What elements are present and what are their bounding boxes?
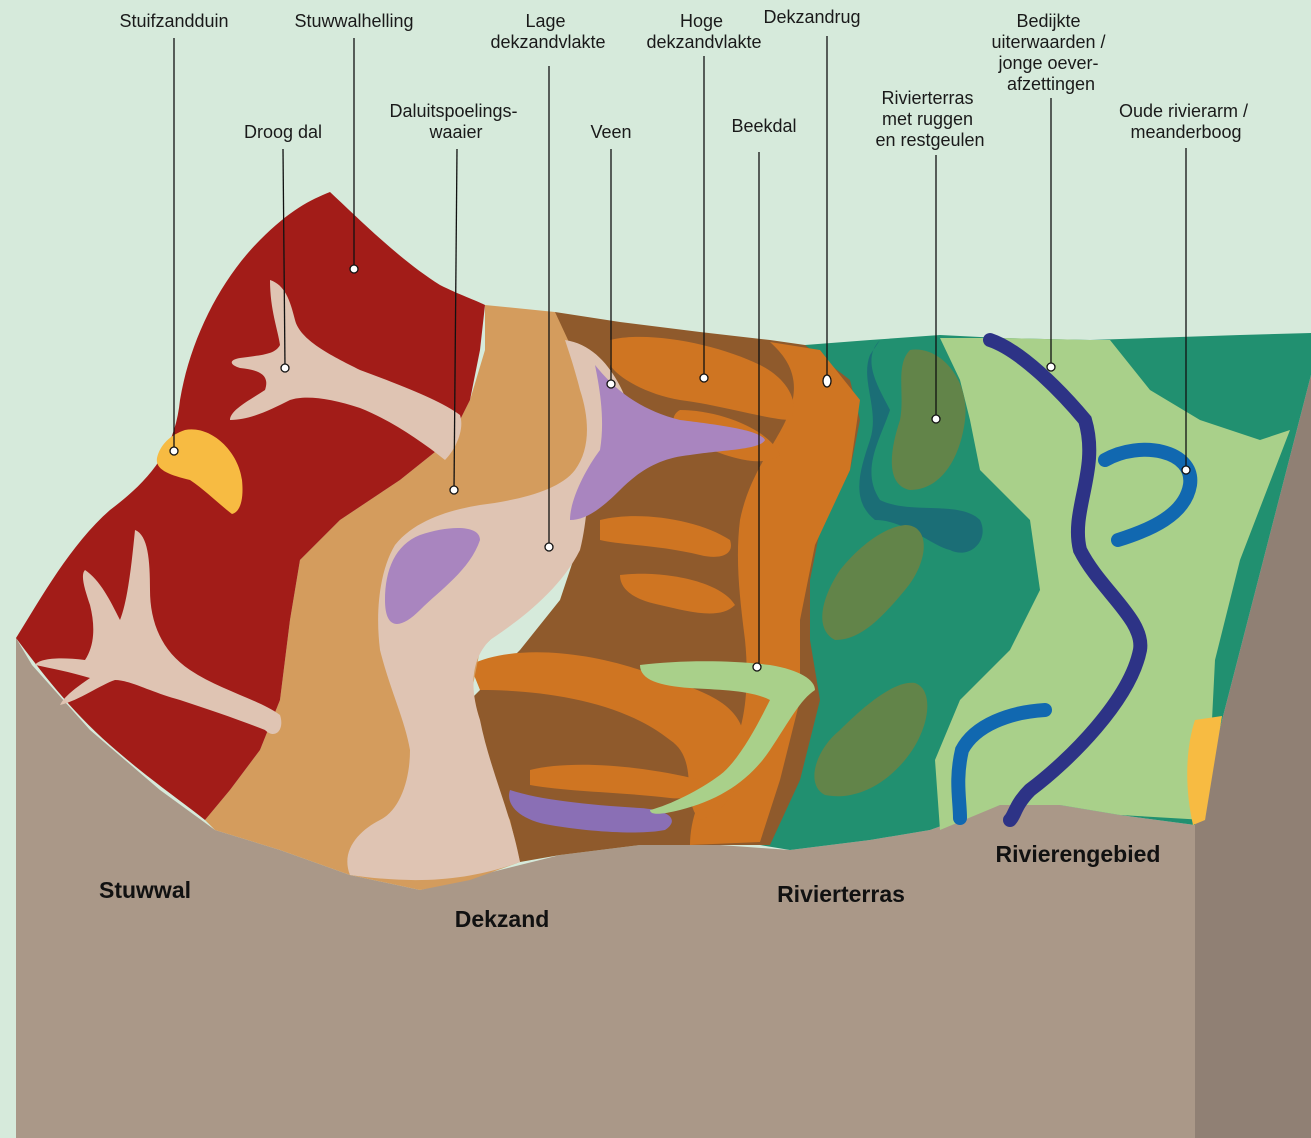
dot-lage-dekzandvlakte — [545, 543, 553, 551]
label-veen: Veen — [590, 122, 631, 142]
dot-veen — [607, 380, 615, 388]
label-daluitspoelingswaaier: Daluitspoelings- waaier — [389, 101, 522, 142]
label-rivierterras-ruggen: Rivierterras met ruggen en restgeulen — [875, 88, 984, 150]
dot-dekzandrug — [823, 375, 831, 387]
label-stuifzandduin: Stuifzandduin — [119, 11, 228, 31]
zone-rivierengebied: Rivierengebied — [996, 841, 1161, 867]
label-beekdal: Beekdal — [731, 116, 796, 136]
zone-rivierterras: Rivierterras — [777, 881, 905, 907]
dot-beekdal — [753, 663, 761, 671]
dot-uiterwaarden — [1047, 363, 1055, 371]
label-dekzandrug: Dekzandrug — [763, 7, 860, 27]
label-stuwwalhelling: Stuwwalhelling — [294, 11, 413, 31]
labels: Stuifzandduin Stuwwalhelling Lage dekzan… — [119, 7, 1253, 150]
dot-stuwwalhelling — [350, 265, 358, 273]
label-lage-dekzandvlakte: Lage dekzandvlakte — [490, 11, 605, 52]
label-oude-rivierarm: Oude rivierarm / meanderboog — [1119, 101, 1253, 142]
label-hoge-dekzandvlakte: Hoge dekzandvlakte — [646, 11, 761, 52]
zone-dekzand: Dekzand — [455, 906, 550, 932]
dot-oude-rivierarm — [1182, 466, 1190, 474]
label-bedijkte-uiterwaarden: Bedijkte uiterwaarden / jonge oever- afz… — [991, 11, 1110, 94]
dot-hoge-dekzandvlakte — [700, 374, 708, 382]
dot-daluitspoelingswaaier — [450, 486, 458, 494]
dot-rivierterras — [932, 415, 940, 423]
dot-droog-dal — [281, 364, 289, 372]
dot-stuifzandduin — [170, 447, 178, 455]
label-droog-dal: Droog dal — [244, 122, 322, 142]
zone-stuwwal: Stuwwal — [99, 877, 191, 903]
